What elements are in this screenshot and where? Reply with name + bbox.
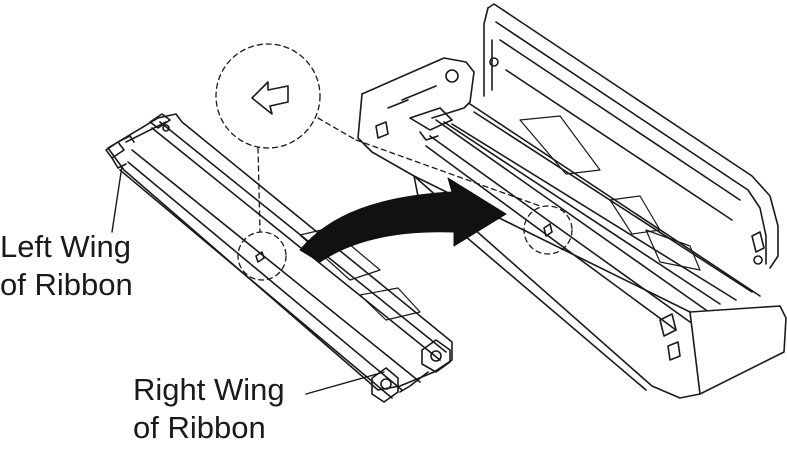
insertion-arrow-icon (300, 178, 506, 262)
ribbon-cassette (106, 114, 452, 402)
left-wing-label-line1: Left Wing (0, 228, 133, 266)
left-wing-label-line2: of Ribbon (0, 266, 133, 304)
right-wing-label: Right Wing of Ribbon (133, 371, 285, 447)
direction-arrow-icon (252, 82, 288, 114)
right-wing-cap (372, 340, 450, 402)
magnified-detail-circle (216, 44, 320, 148)
left-wing-leader (112, 166, 122, 232)
right-wing-label-line2: of Ribbon (133, 409, 285, 447)
left-wing-label: Left Wing of Ribbon (0, 228, 133, 304)
right-wing-label-line1: Right Wing (133, 371, 285, 409)
printer-detail-circle (524, 206, 572, 254)
